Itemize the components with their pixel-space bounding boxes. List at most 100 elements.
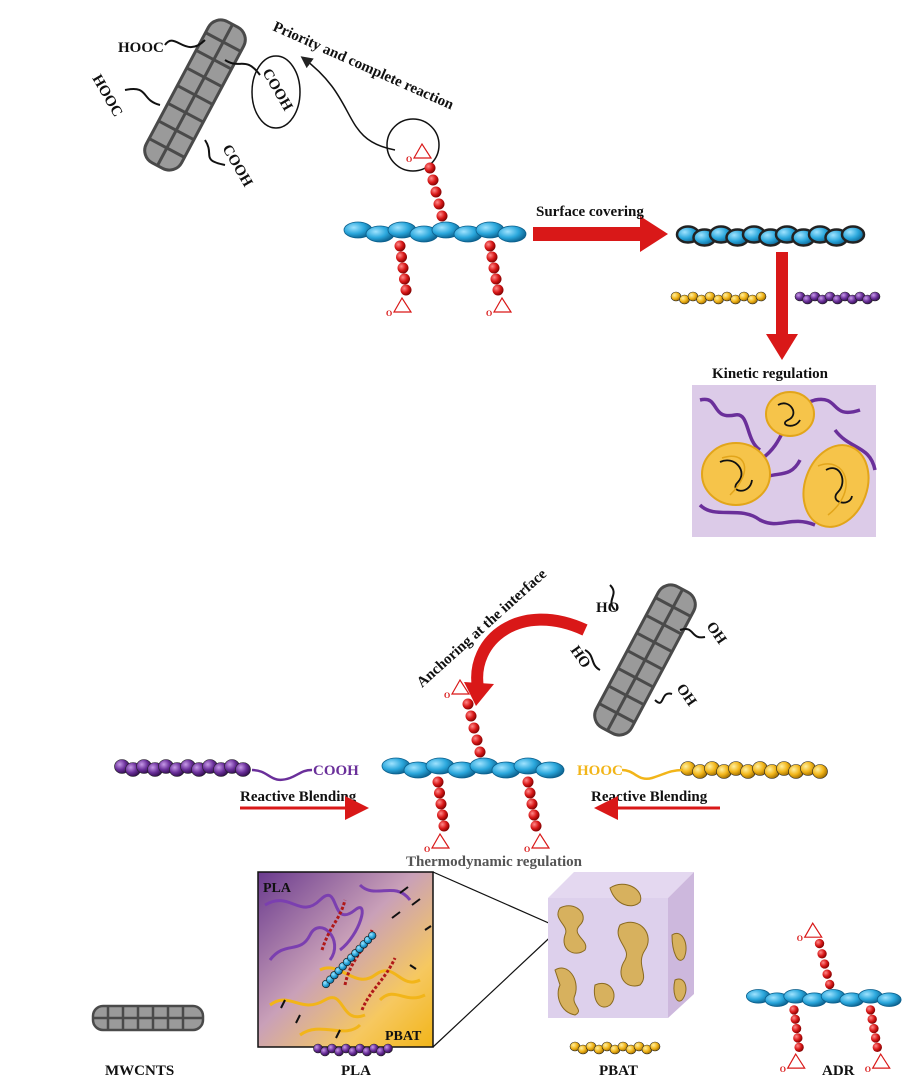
adr-side-bead bbox=[790, 1014, 800, 1024]
adr-side-bead bbox=[530, 820, 542, 832]
adr-side-bead bbox=[819, 959, 830, 969]
adr-side-bead bbox=[825, 979, 835, 990]
adr-side-bead bbox=[524, 787, 536, 799]
epoxy-oxygen-label: O bbox=[797, 934, 803, 943]
adr-side-bead bbox=[870, 1033, 881, 1043]
adr-side-bead bbox=[526, 798, 538, 810]
anchoring-arrow-body bbox=[471, 613, 588, 689]
pbat-bead bbox=[755, 291, 767, 302]
reaction-label: Priority and complete reaction bbox=[270, 19, 456, 114]
adr-side-bead bbox=[433, 198, 445, 210]
adr-side-bead bbox=[490, 273, 502, 285]
adr-side-bead bbox=[434, 787, 445, 799]
legend-pbat-bead bbox=[649, 1041, 661, 1052]
epoxy-ring bbox=[530, 832, 551, 849]
adr-side-bead bbox=[793, 1033, 803, 1043]
thermo-label: Thermodynamic regulation bbox=[406, 854, 583, 870]
pbat-pla-chains-top bbox=[670, 291, 881, 305]
epoxy-ring bbox=[430, 832, 451, 849]
adr-backbone-bead bbox=[497, 225, 527, 243]
pla-chain-cooh bbox=[114, 759, 251, 777]
adr-side-bead bbox=[488, 262, 500, 274]
carbon-nanotube-top bbox=[143, 18, 247, 172]
adr-side-bead bbox=[867, 1014, 877, 1024]
cnt-top-group-1: HOOC bbox=[118, 40, 164, 56]
epoxy-ring bbox=[412, 142, 433, 159]
epoxy-oxygen-label: O bbox=[444, 691, 450, 700]
pbat-end-group: HOOC bbox=[577, 763, 623, 779]
inset-pbat-label: PBAT bbox=[385, 1029, 422, 1044]
pla-bead bbox=[869, 291, 881, 302]
epoxy-circle bbox=[386, 118, 440, 172]
adr-side-bead bbox=[430, 186, 442, 198]
adr-backbone-bead bbox=[876, 992, 902, 1007]
epoxy-oxygen-label: O bbox=[486, 309, 492, 318]
surface-covering-arrow bbox=[533, 216, 668, 252]
adr-side-bead bbox=[400, 284, 412, 296]
cnt-top-group-4: COOH bbox=[219, 142, 256, 190]
adr-side-bead bbox=[462, 698, 474, 710]
legend-pla-bead bbox=[383, 1043, 393, 1054]
legend-mwcnts-label: MWCNTS bbox=[105, 1063, 174, 1079]
adr-side-bead bbox=[396, 251, 407, 263]
adr-side-bead bbox=[468, 722, 480, 734]
pla-bead bbox=[235, 762, 251, 777]
kinetic-label: Kinetic regulation bbox=[712, 366, 829, 382]
adr-side-bead bbox=[438, 820, 450, 832]
adr-side-bead bbox=[794, 1042, 804, 1052]
kinetic-arrow bbox=[766, 252, 798, 360]
adr-side-bead bbox=[817, 949, 827, 959]
adr-side-bead bbox=[397, 262, 409, 274]
adr-side-bead bbox=[437, 809, 448, 821]
adr-side-bead bbox=[435, 798, 447, 810]
reaction-arrow bbox=[300, 56, 396, 151]
left-blend-label: Reactive Blending bbox=[240, 789, 357, 805]
covered-bead bbox=[840, 225, 866, 244]
cnt-top-group-3: HOOC bbox=[89, 72, 126, 120]
inset-pla-label: PLA bbox=[263, 881, 292, 896]
adr-side-bead bbox=[822, 969, 832, 979]
legend-pbat-icon bbox=[569, 1041, 661, 1055]
inset-adr-rod bbox=[321, 931, 377, 989]
epoxy-oxygen-label: O bbox=[424, 845, 430, 854]
adr-backbone-bead bbox=[535, 761, 565, 779]
highlight-ellipse bbox=[251, 55, 301, 129]
legend-pla-label: PLA bbox=[341, 1063, 371, 1079]
surface-covering-label: Surface covering bbox=[536, 204, 644, 220]
adr-side-bead bbox=[471, 734, 483, 746]
adr-side-bead bbox=[436, 210, 448, 222]
cnt-top-group-2: COOH bbox=[259, 66, 296, 114]
adr-side-bead bbox=[789, 1005, 799, 1015]
epoxy-oxygen-label: O bbox=[865, 1065, 871, 1074]
cnt-mid-group-1: HO bbox=[596, 600, 619, 616]
legend-adr-icon: O O O bbox=[745, 922, 902, 1074]
adr-side-bead bbox=[522, 776, 534, 788]
adr-side-bead bbox=[814, 938, 825, 949]
adr-side-bead bbox=[432, 776, 444, 788]
adr-side-bead bbox=[486, 251, 498, 263]
cnt-mid-group-3: HO bbox=[567, 643, 593, 671]
cnt-mid-group-2: OH bbox=[703, 619, 730, 648]
adr-side-bead bbox=[872, 1042, 882, 1052]
epoxy-ring bbox=[392, 296, 413, 313]
cnt-mid-group-4: OH bbox=[673, 681, 700, 710]
pla-end-group: COOH bbox=[313, 763, 359, 779]
adr-side-bead bbox=[869, 1023, 879, 1034]
epoxy-ring bbox=[492, 296, 513, 313]
epoxy-ring bbox=[803, 922, 823, 938]
epoxy-oxygen-label: O bbox=[406, 155, 412, 164]
adr-side-bead bbox=[528, 809, 540, 821]
epoxy-oxygen-label: O bbox=[780, 1065, 786, 1074]
interface-inset: PLA PBAT bbox=[257, 871, 434, 1048]
legend-adr-label: ADR bbox=[822, 1063, 855, 1079]
pbat-chain-hooc bbox=[680, 761, 828, 779]
epoxy-ring bbox=[786, 1052, 806, 1069]
legend-pla-icon bbox=[313, 1043, 393, 1057]
carbon-nanotube-middle bbox=[593, 583, 697, 737]
legend-mwcnts-icon bbox=[91, 1004, 205, 1032]
adr-side-bead bbox=[791, 1023, 802, 1034]
adr-side-bead bbox=[424, 162, 436, 174]
